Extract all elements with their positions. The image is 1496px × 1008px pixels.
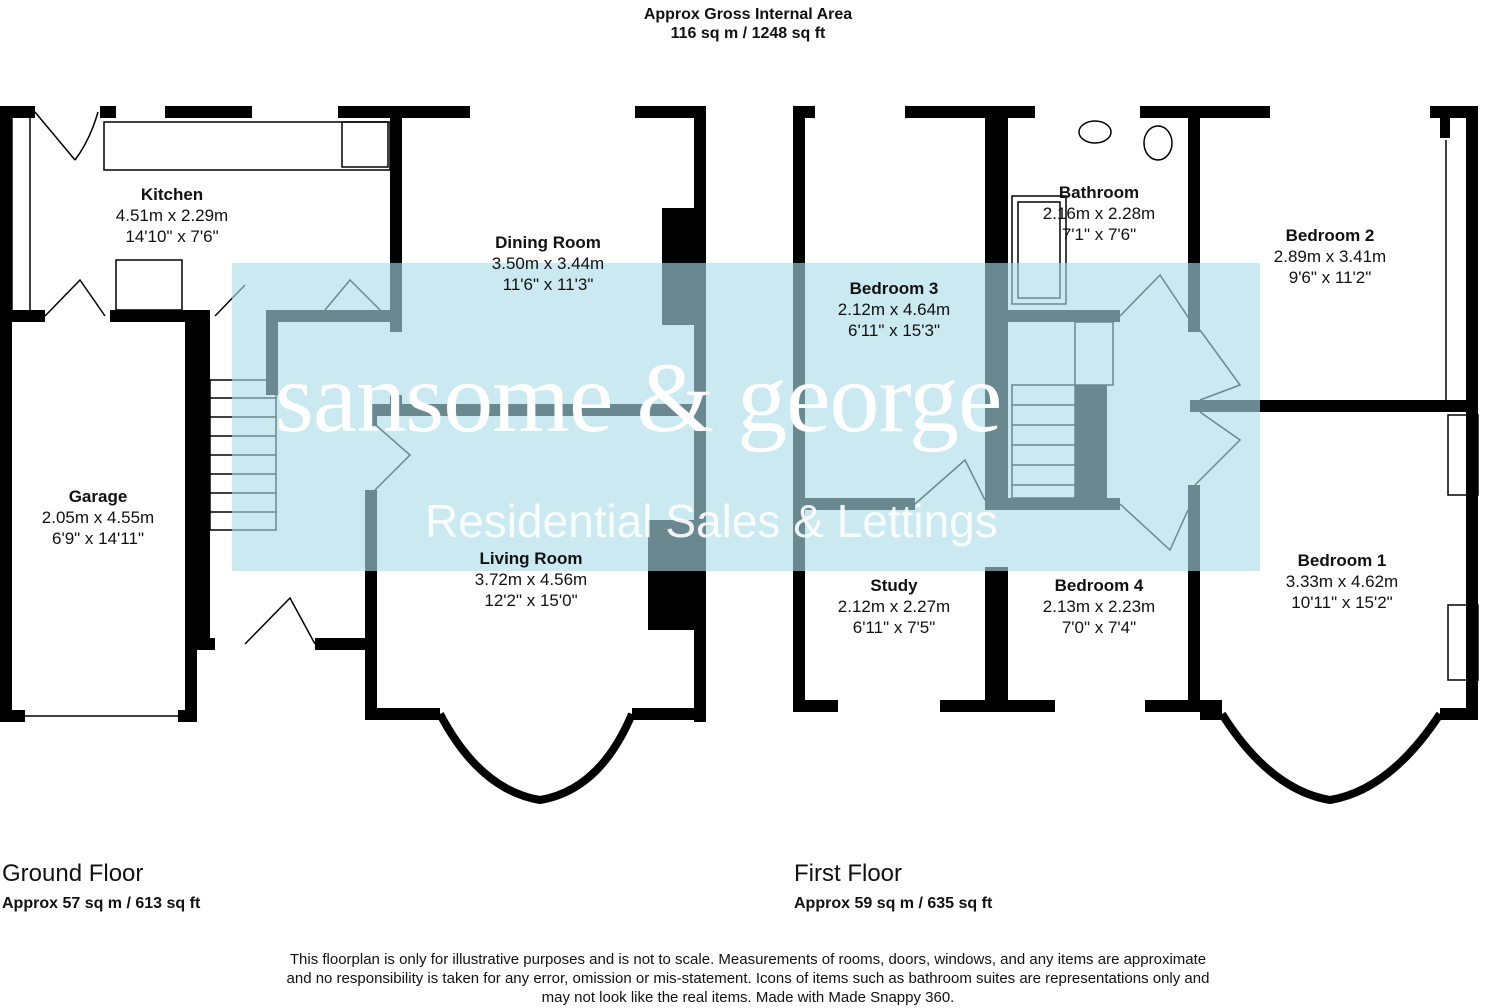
disclaimer-line: This floorplan is only for illustrative … bbox=[289, 951, 1207, 968]
gross-area-value: 116 sq m / 1248 sq ft bbox=[670, 25, 826, 42]
disclaimer-line: may not look like the real items. Made w… bbox=[541, 989, 955, 1006]
room-bathroom: Bathroom 2.16m x 2.28m 7'1" x 7'6" bbox=[979, 182, 1219, 245]
room-name: Bedroom 1 bbox=[1297, 551, 1387, 570]
disclaimer: This floorplan is only for illustrative … bbox=[0, 950, 1496, 1007]
room-imperial: 12'2" x 15'0" bbox=[484, 591, 578, 610]
room-metric: 2.12m x 4.64m bbox=[837, 300, 951, 319]
room-imperial: 11'6" x 11'3" bbox=[502, 275, 594, 294]
room-metric: 2.12m x 2.27m bbox=[837, 597, 951, 616]
gross-area-title: Approx Gross Internal Area bbox=[643, 6, 853, 23]
room-metric: 3.33m x 4.62m bbox=[1285, 572, 1399, 591]
room-name: Bedroom 3 bbox=[849, 279, 939, 298]
room-metric: 2.89m x 3.41m bbox=[1273, 247, 1387, 266]
first-floor-title: First Floor bbox=[794, 860, 902, 887]
room-bedroom-2: Bedroom 2 2.89m x 3.41m 9'6" x 11'2" bbox=[1210, 225, 1450, 288]
room-imperial: 6'9" x 14'11" bbox=[52, 529, 144, 548]
room-metric: 3.72m x 4.56m bbox=[474, 570, 588, 589]
room-metric: 3.50m x 3.44m bbox=[491, 254, 605, 273]
gross-area-header: Approx Gross Internal Area 116 sq m / 12… bbox=[0, 5, 1496, 43]
room-imperial: 6'11" x 7'5" bbox=[852, 618, 936, 637]
room-kitchen: Kitchen 4.51m x 2.29m 14'10" x 7'6" bbox=[52, 184, 292, 247]
room-bedroom-3: Bedroom 3 2.12m x 4.64m 6'11" x 15'3" bbox=[774, 278, 1014, 341]
room-name: Bedroom 2 bbox=[1285, 226, 1375, 245]
room-metric: 4.51m x 2.29m bbox=[115, 206, 229, 225]
room-imperial: 7'0" x 7'4" bbox=[1061, 618, 1137, 637]
watermark-tagline: Residential Sales & Lettings bbox=[425, 495, 998, 547]
room-name: Bedroom 4 bbox=[1054, 576, 1144, 595]
watermark-band bbox=[232, 263, 1260, 571]
ground-floor-area: Approx 57 sq m / 613 sq ft bbox=[2, 895, 201, 912]
room-imperial: 6'11" x 15'3" bbox=[848, 321, 940, 340]
room-metric: 2.13m x 2.23m bbox=[1042, 597, 1156, 616]
disclaimer-line: and no responsibility is taken for any e… bbox=[286, 970, 1210, 987]
room-name: Dining Room bbox=[495, 233, 601, 252]
room-living-room: Living Room 3.72m x 4.56m 12'2" x 15'0" bbox=[411, 548, 651, 611]
room-imperial: 7'1" x 7'6" bbox=[1061, 225, 1137, 244]
room-bedroom-1: Bedroom 1 3.33m x 4.62m 10'11" x 15'2" bbox=[1222, 550, 1462, 613]
room-name: Garage bbox=[68, 487, 128, 506]
room-imperial: 14'10" x 7'6" bbox=[125, 227, 219, 246]
watermark-brand: sansome & george bbox=[275, 342, 1002, 453]
room-bedroom-4: Bedroom 4 2.13m x 2.23m 7'0" x 7'4" bbox=[979, 575, 1219, 638]
room-garage: Garage 2.05m x 4.55m 6'9" x 14'11" bbox=[0, 486, 218, 549]
room-name: Bathroom bbox=[1058, 183, 1140, 202]
first-floor-area: Approx 59 sq m / 635 sq ft bbox=[794, 895, 993, 912]
room-name: Living Room bbox=[479, 549, 583, 568]
ground-floor-title: Ground Floor bbox=[2, 860, 144, 887]
room-name: Study bbox=[870, 576, 918, 595]
room-name: Kitchen bbox=[140, 185, 204, 204]
room-metric: 2.16m x 2.28m bbox=[1042, 204, 1156, 223]
room-dining-room: Dining Room 3.50m x 3.44m 11'6" x 11'3" bbox=[428, 232, 668, 295]
room-metric: 2.05m x 4.55m bbox=[41, 508, 155, 527]
room-imperial: 10'11" x 15'2" bbox=[1291, 593, 1393, 612]
room-imperial: 9'6" x 11'2" bbox=[1288, 268, 1372, 287]
room-study: Study 2.12m x 2.27m 6'11" x 7'5" bbox=[774, 575, 1014, 638]
